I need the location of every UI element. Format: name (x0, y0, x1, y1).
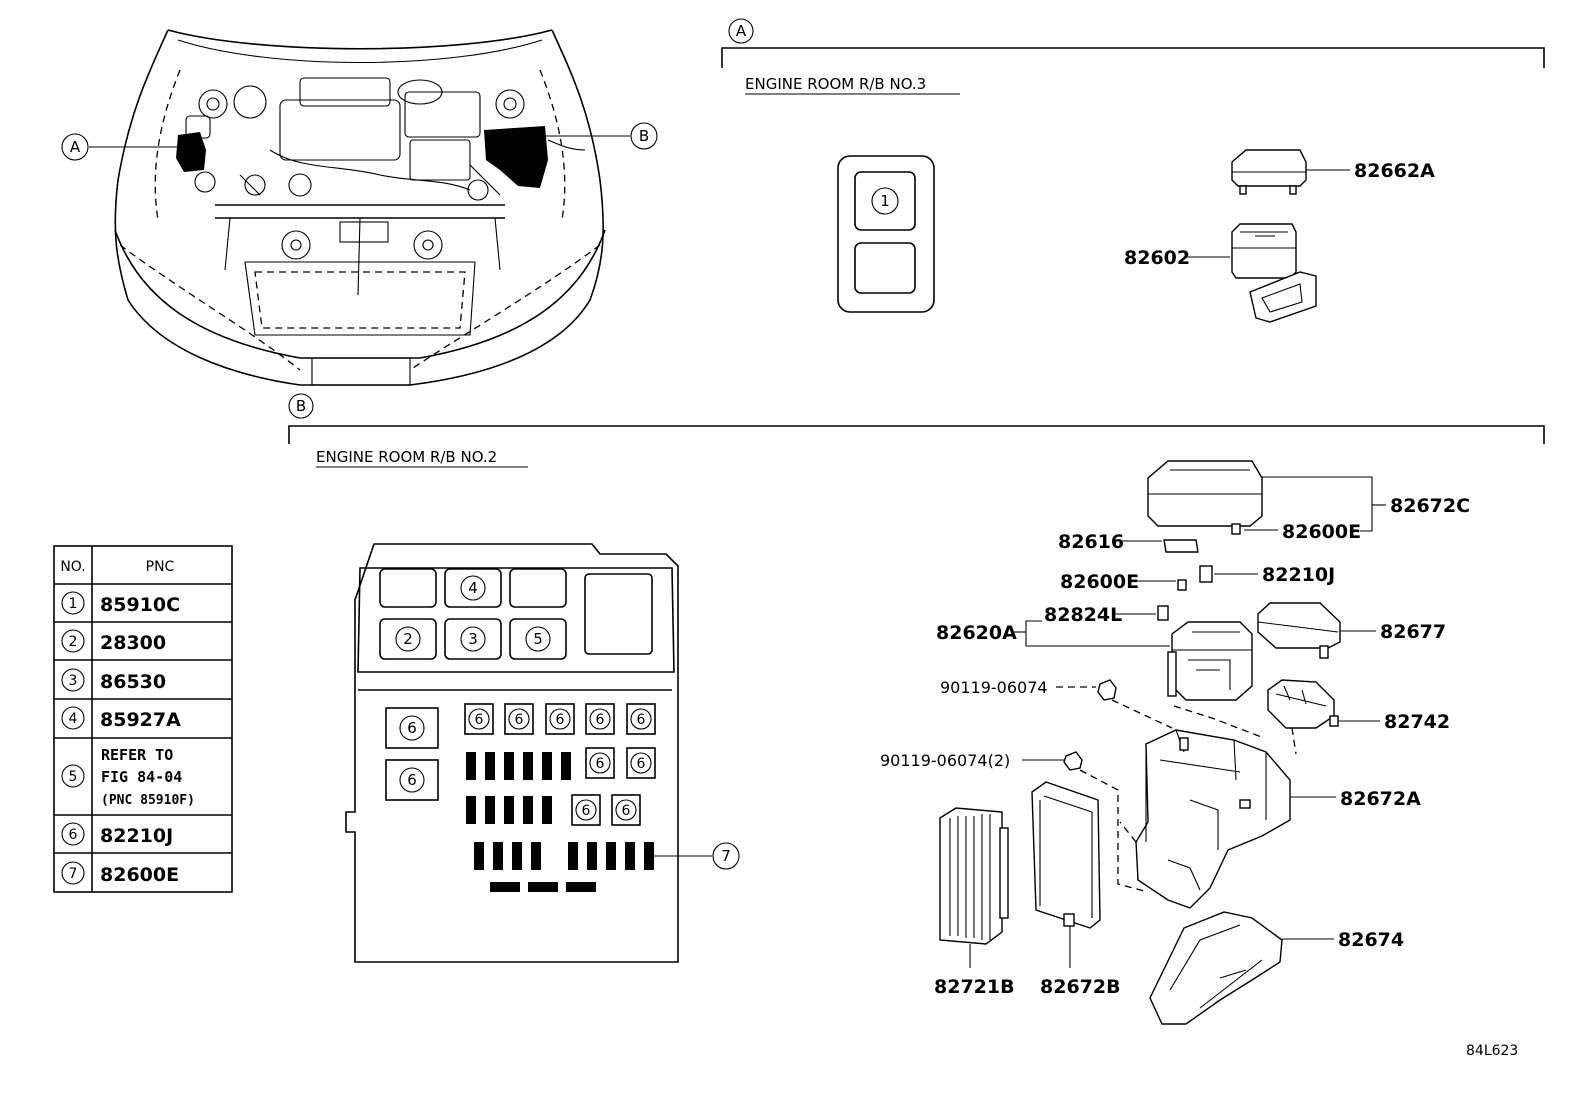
svg-text:82600E: 82600E (1060, 571, 1139, 593)
callout-b-overview: B (545, 122, 658, 150)
table-row: 2 28300 (61, 629, 166, 654)
svg-text:6: 6 (596, 712, 605, 728)
section-b-header: B ENGINE ROOM R/B NO.2 (288, 393, 1545, 468)
svg-text:1: 1 (880, 192, 890, 210)
svg-text:B: B (296, 397, 306, 415)
part-82672c-cover: 82672C (1147, 460, 1470, 532)
svg-text:2: 2 (69, 634, 78, 650)
part-82616: 82616 (1058, 531, 1199, 553)
table-header-pnc: PNC (146, 559, 175, 575)
svg-text:FIG 84-04: FIG 84-04 (101, 768, 182, 786)
part-82824l: 82824L (1044, 604, 1169, 626)
callout-a-overview: A (61, 133, 182, 161)
part-90119-nut-a: 90119-06074 (940, 678, 1173, 729)
svg-text:85927A: 85927A (100, 709, 181, 731)
svg-text:90119-06074: 90119-06074 (940, 678, 1048, 697)
svg-text:82210J: 82210J (100, 825, 173, 847)
pnc-table: NO. PNC 1 85910C 2 28300 3 86530 4 85927… (53, 545, 233, 893)
part-82672b-bracket: 82672B (1031, 781, 1121, 998)
section-a-title: ENGINE ROOM R/B NO.3 (745, 75, 926, 93)
table-header-no: NO. (60, 559, 85, 575)
svg-text:82742: 82742 (1384, 711, 1450, 733)
svg-text:(PNC 85910F): (PNC 85910F) (101, 793, 195, 808)
svg-text:28300: 28300 (100, 632, 166, 654)
part-90119-nut-b: 90119-06074(2) (880, 751, 1149, 893)
svg-text:6: 6 (637, 712, 646, 728)
svg-text:2: 2 (403, 630, 413, 648)
svg-text:82616: 82616 (1058, 531, 1124, 553)
svg-text:REFER TO: REFER TO (101, 746, 173, 764)
svg-text:6: 6 (515, 712, 524, 728)
svg-text:82824L: 82824L (1044, 604, 1122, 626)
svg-text:5: 5 (533, 630, 543, 648)
svg-text:3: 3 (69, 673, 78, 689)
svg-text:82672B: 82672B (1040, 976, 1121, 998)
svg-text:85910C: 85910C (100, 594, 180, 616)
svg-text:6: 6 (407, 719, 417, 737)
part-82662a-cover: 82662A (1231, 149, 1435, 195)
svg-text:90119-06074(2): 90119-06074(2) (880, 751, 1010, 770)
table-row: 7 82600E (61, 861, 179, 886)
part-82721b-module: 82721B (934, 807, 1015, 998)
svg-text:5: 5 (69, 769, 78, 785)
svg-text:A: A (70, 138, 81, 156)
rb2-layout: 4 2 3 5 6 6 6 6 6 6 6 6 6 6 6 (345, 543, 740, 963)
fuse-row (466, 796, 552, 824)
svg-text:82662A: 82662A (1354, 160, 1435, 182)
svg-text:86530: 86530 (100, 671, 166, 693)
svg-text:82672C: 82672C (1390, 495, 1470, 517)
part-82742-relay: 82742 (1267, 679, 1450, 755)
svg-text:4: 4 (468, 579, 478, 597)
svg-text:3: 3 (468, 630, 478, 648)
table-row: 6 82210J (61, 822, 173, 847)
table-row: 4 85927A (61, 706, 181, 731)
svg-text:82620A: 82620A (936, 622, 1017, 644)
figure-code: 84L623 (1466, 1043, 1518, 1059)
table-row: 1 85910C (61, 591, 180, 616)
table-row: 3 86530 (61, 668, 166, 693)
engine-bay-illustration (114, 29, 606, 386)
section-a-header: A ENGINE ROOM R/B NO.3 (721, 18, 1545, 95)
svg-text:B: B (639, 127, 649, 145)
svg-text:6: 6 (556, 712, 565, 728)
svg-text:6: 6 (582, 803, 591, 819)
svg-text:82677: 82677 (1380, 621, 1446, 643)
svg-text:82600E: 82600E (1282, 521, 1361, 543)
svg-text:6: 6 (475, 712, 484, 728)
fuse-row (466, 752, 571, 780)
part-82674-lower-cover: 82674 (1149, 911, 1404, 1025)
svg-text:82674: 82674 (1338, 929, 1404, 951)
part-82210j: 82210J (1199, 564, 1335, 586)
part-82677-cover: 82677 (1257, 602, 1446, 659)
table-row: 5 REFER TO FIG 84-04 (PNC 85910F) (61, 746, 195, 808)
part-82602-block: 82602 (1124, 223, 1317, 323)
svg-text:82602: 82602 (1124, 247, 1190, 269)
rb3-layout: 1 (837, 155, 935, 313)
svg-text:82600E: 82600E (100, 864, 179, 886)
svg-text:6: 6 (407, 771, 417, 789)
svg-text:82721B: 82721B (934, 976, 1015, 998)
part-82600e-fuse-b: 82600E (1060, 571, 1187, 593)
svg-text:6: 6 (69, 827, 78, 843)
svg-text:4: 4 (69, 711, 78, 727)
fuse-row (474, 842, 654, 870)
svg-text:6: 6 (622, 803, 631, 819)
fuse-row (490, 882, 596, 892)
svg-text:82210J: 82210J (1262, 564, 1335, 586)
part-82672a-box: 82672A (1135, 729, 1421, 909)
section-b-title: ENGINE ROOM R/B NO.2 (316, 448, 497, 466)
part-82600e-fuse-a: 82600E (1231, 521, 1361, 543)
svg-text:1: 1 (69, 596, 78, 612)
svg-text:6: 6 (637, 756, 646, 772)
svg-text:7: 7 (721, 847, 731, 865)
part-82620a-block: 82620A (936, 620, 1253, 701)
svg-text:82672A: 82672A (1340, 788, 1421, 810)
svg-text:A: A (736, 22, 747, 40)
svg-text:7: 7 (69, 866, 78, 882)
svg-text:6: 6 (596, 756, 605, 772)
